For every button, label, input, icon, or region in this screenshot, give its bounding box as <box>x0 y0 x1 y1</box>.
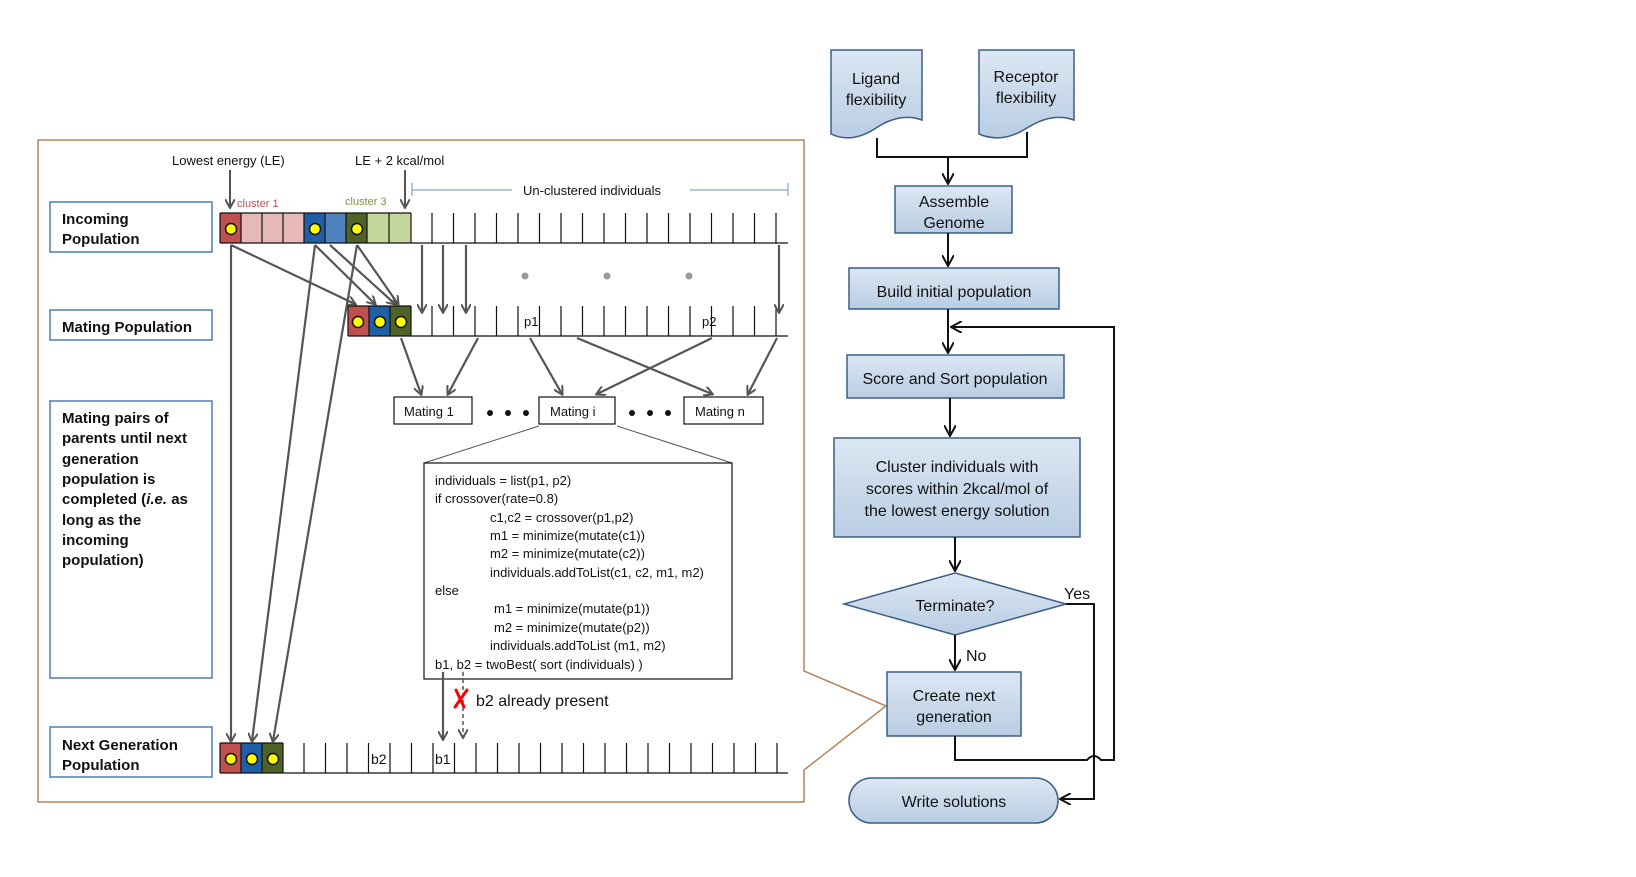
mating-i-label: Mating i <box>550 404 596 419</box>
svg-text:parents until next: parents until next <box>62 430 187 447</box>
svg-text:completed (i.e. as: completed (i.e. as <box>62 491 188 508</box>
p1-label: p1 <box>524 314 538 329</box>
ligand-flexibility-box <box>830 49 923 139</box>
svg-text:else: else <box>435 583 459 598</box>
zoom-line-left <box>423 425 540 464</box>
crossover-code: individuals = list(p1, p2) if crossover(… <box>435 473 704 672</box>
b2-already-present-note: b2 already present <box>476 693 609 710</box>
mating-pairs-label: Mating pairs of parents until next gener… <box>62 410 188 569</box>
next-generation-label: Next Generation <box>62 737 178 754</box>
mating-arrows <box>399 336 778 394</box>
next-generation-label-box <box>49 726 213 778</box>
incoming-population-row <box>219 212 788 244</box>
cluster1-label: cluster 1 <box>237 198 279 210</box>
le-plus-2-label: LE + 2 kcal/mol <box>355 153 444 168</box>
mating-population-label: Mating Population <box>62 319 192 336</box>
svg-text:incoming: incoming <box>62 532 129 549</box>
cluster-individuals-label-2: scores within 2kcal/mol of <box>866 481 1049 498</box>
incoming-population-label-box <box>49 201 213 253</box>
mating-n-box <box>683 396 764 425</box>
mating-n-label: Mating n <box>695 404 745 419</box>
mating-pairs-label-box <box>49 400 213 679</box>
b2-label: b2 <box>371 751 387 767</box>
cluster-individuals-label-3: the lowest energy solution <box>865 503 1050 520</box>
b1-label: b1 <box>435 751 451 767</box>
svg-text:m2 = minimize(mutate(p2)): m2 = minimize(mutate(p2)) <box>494 620 650 635</box>
score-sort-label: Score and Sort population <box>862 371 1047 388</box>
cluster-individuals-box <box>833 437 1081 538</box>
build-population-box <box>848 267 1060 310</box>
svg-text:Mating pairs of: Mating pairs of <box>62 410 170 427</box>
svg-text:individuals = list(p1, p2): individuals = list(p1, p2) <box>435 473 571 488</box>
lowest-energy-label: Lowest energy (LE) <box>172 153 285 168</box>
mating-population-label-box <box>49 309 213 341</box>
yes-connector <box>1061 603 1095 799</box>
receptor-flexibility-label-2: flexibility <box>996 90 1056 107</box>
mating-i-box <box>538 396 616 425</box>
svg-text:b1, b2 = twoBest( sort (indivi: b1, b2 = twoBest( sort (individuals) ) <box>435 657 643 672</box>
assemble-genome-label: Assemble <box>919 194 989 211</box>
build-population-label: Build initial population <box>877 284 1032 301</box>
detail-panel-border <box>37 139 888 803</box>
receptor-flexibility-box <box>978 49 1075 139</box>
terminate-label: Terminate? <box>915 598 994 615</box>
receptor-flexibility-label: Receptor <box>994 69 1060 86</box>
selection-arrows <box>230 244 779 312</box>
svg-text:m1 = minimize(mutate(p1)): m1 = minimize(mutate(p1)) <box>494 601 650 616</box>
svg-text:individuals.addToList(c1, c2,: individuals.addToList(c1, c2, m1, m2) <box>490 565 704 580</box>
svg-text:population is: population is <box>62 471 155 488</box>
svg-text:long as the: long as the <box>62 512 141 529</box>
unclustered-label: Un-clustered individuals <box>523 183 662 198</box>
no-label: No <box>966 648 987 665</box>
input-merge-connector <box>876 132 1028 158</box>
mating-1-label: Mating 1 <box>404 404 454 419</box>
cluster-individuals-label: Cluster individuals with <box>876 459 1039 476</box>
ligand-flexibility-label: Ligand <box>852 71 900 88</box>
svg-text:generation: generation <box>62 451 139 468</box>
create-next-generation-label: Create next <box>913 688 996 705</box>
svg-text:c1,c2 = crossover(p1,p2): c1,c2 = crossover(p1,p2) <box>490 510 633 525</box>
svg-text:if crossover(rate=0.8): if crossover(rate=0.8) <box>435 491 558 506</box>
mating-ellipsis-1 <box>487 410 529 416</box>
mating-ellipsis-2 <box>629 410 671 416</box>
cluster3-label: cluster 3 <box>345 196 387 208</box>
assemble-genome-label-2: Genome <box>923 215 984 232</box>
write-solutions-label: Write solutions <box>902 794 1007 811</box>
p2-label: p2 <box>702 314 716 329</box>
rejected-x-icon <box>453 688 469 709</box>
write-solutions-box <box>848 777 1059 824</box>
incoming-population-label: Incoming <box>62 211 129 228</box>
mating-population-row <box>347 305 788 337</box>
incoming-population-label-2: Population <box>62 231 140 248</box>
crossover-code-box <box>423 462 733 680</box>
next-generation-label-2: Population <box>62 757 140 774</box>
mating-1-box <box>393 396 473 425</box>
assemble-genome-box <box>894 185 1013 234</box>
svg-text:m1 = minimize(mutate(c1)): m1 = minimize(mutate(c1)) <box>490 528 645 543</box>
svg-text:individuals.addToList (m1, m2): individuals.addToList (m1, m2) <box>490 638 666 653</box>
elite-arrows <box>231 244 359 741</box>
create-next-generation-label-2: generation <box>916 709 992 726</box>
ligand-flexibility-label-2: flexibility <box>846 92 906 109</box>
yes-label: Yes <box>1064 586 1090 603</box>
next-generation-row <box>219 742 788 774</box>
zoom-line-right <box>616 425 733 464</box>
svg-text:population): population) <box>62 552 144 569</box>
svg-text:m2 = minimize(mutate(c2)): m2 = minimize(mutate(c2)) <box>490 546 645 561</box>
score-sort-box <box>846 354 1065 399</box>
ellipsis-dots <box>521 272 693 280</box>
